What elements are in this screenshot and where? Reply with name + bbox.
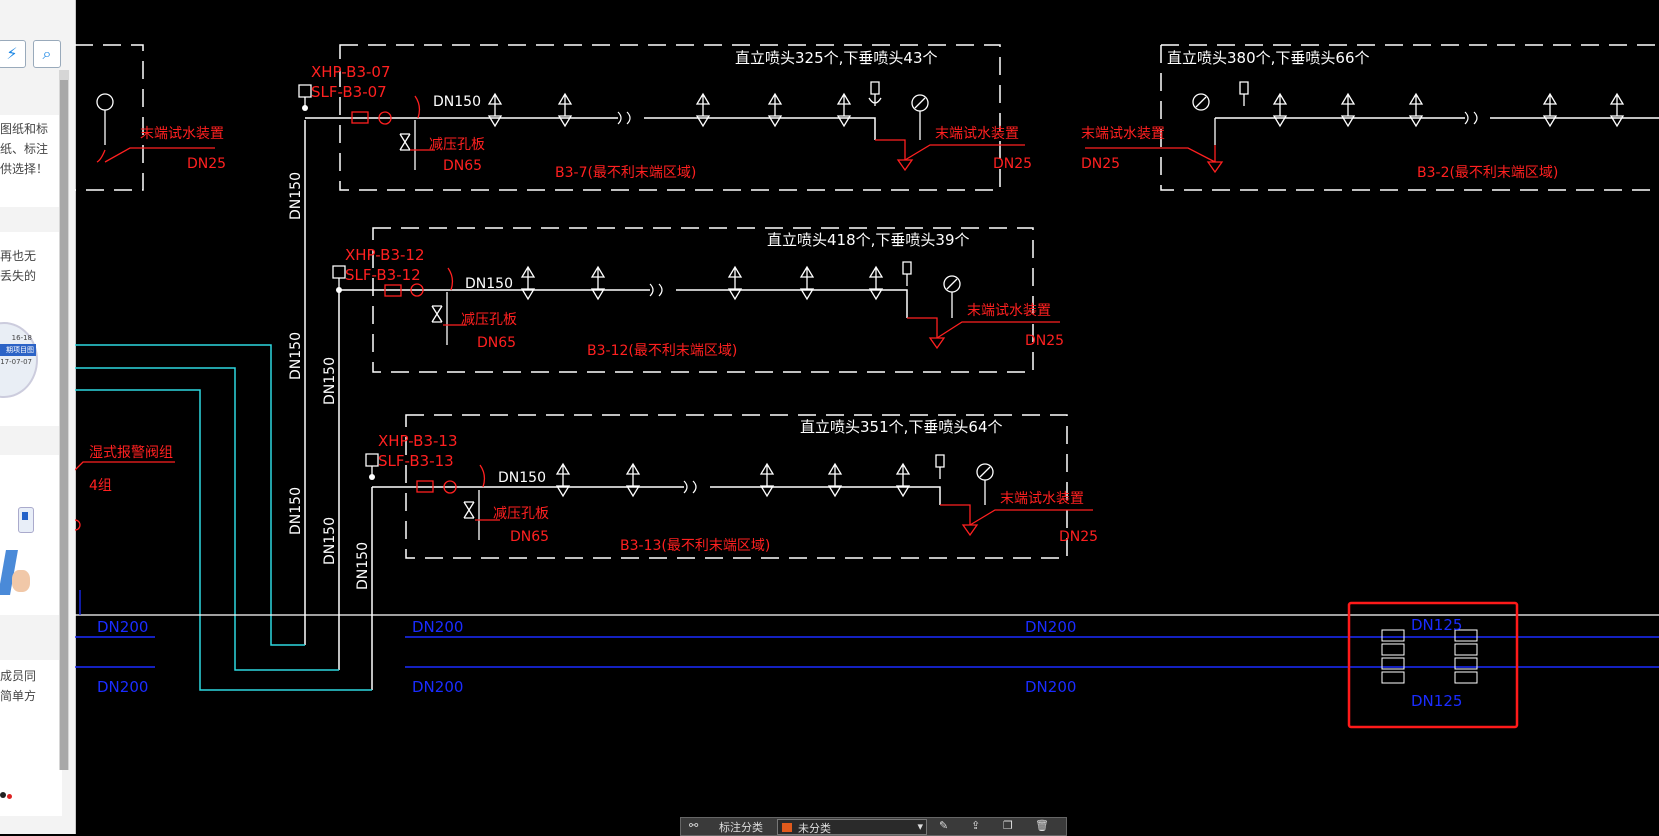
card-text: 纸、标注: [0, 142, 49, 156]
badge-bot: 17-07-07: [0, 358, 32, 366]
main-pipe-label: DN200: [1025, 618, 1076, 636]
end-device-label: 末端试水装置: [935, 126, 1019, 142]
area-label: B3-2(最不利末端区域): [1417, 165, 1558, 181]
search-icon: ⌕: [42, 44, 52, 63]
area-label: B3-12(最不利末端区域): [587, 343, 737, 359]
card-illustration[interactable]: [0, 455, 62, 615]
badge-top: 16-18: [11, 334, 32, 342]
highlight-pipe-label: DN125: [1411, 616, 1462, 634]
riser-tag: XHP-B3-13: [378, 432, 457, 450]
illustration-image: [0, 475, 40, 595]
card-drawings[interactable]: 图纸和标 纸、标注 供选择！: [0, 115, 62, 207]
search-button[interactable]: ⌕: [33, 40, 61, 68]
zone-heads-count: 直立喷头325个,下垂喷头43个: [735, 49, 938, 67]
pipe-label: DN150: [465, 276, 513, 292]
badge-mid: 期项目图: [0, 344, 36, 356]
category-select[interactable]: 未分类 ▾: [777, 819, 927, 835]
card-history[interactable]: 再也无 丢失的 16-18 期项目图 17-07-07: [0, 232, 62, 426]
left-panel: ⚡ ⌕ 图纸和标 纸、标注 供选择！ 再也无 丢失的 16-18 期项目图 17…: [0, 0, 76, 834]
zone-left-partial[interactable]: 末端试水装置 DN25: [75, 44, 226, 191]
pipe-label: DN150: [498, 470, 546, 486]
card-team[interactable]: 成员同 简单方: [0, 660, 62, 816]
alarm-valve-group[interactable]: 湿式报警阀组 4组: [75, 445, 175, 531]
riser-label: DN150: [288, 172, 304, 220]
card-text: 图纸和标: [0, 122, 49, 136]
riser-pipes[interactable]: DN150 DN150 DN150 DN150 DN150 DN150: [288, 120, 373, 690]
end-pipe-label: DN25: [1025, 333, 1064, 349]
area-label: B3-7(最不利末端区域): [555, 165, 696, 181]
branch-pipe-label: DN65: [443, 158, 482, 174]
sync-icon: ⚡: [6, 44, 18, 63]
mascot-icon: [0, 790, 14, 800]
alarm-valve-count: 4组: [89, 478, 112, 494]
end-device-label: 末端试水装置: [1000, 491, 1084, 507]
branch-pipe-label: DN65: [477, 335, 516, 351]
orifice-label: 减压孔板: [429, 137, 485, 153]
card-text: 再也无: [0, 249, 37, 263]
valve-tag: SLF-B3-12: [345, 266, 421, 284]
zone-b3-12[interactable]: 直立喷头418个,下垂喷头39个 XHP-B3-12 SLF-B3-12 DN1…: [332, 227, 1064, 373]
sync-button[interactable]: ⚡: [0, 40, 26, 68]
export-icon[interactable]: ⇪: [971, 819, 981, 832]
edit-icon[interactable]: ✎: [939, 819, 949, 832]
end-pipe-label: DN25: [1059, 529, 1098, 545]
riser-label: DN150: [288, 332, 304, 380]
category-color-swatch: [782, 823, 792, 832]
zone-heads-count: 直立喷头351个,下垂喷头64个: [800, 418, 1003, 436]
valve-tag: SLF-B3-13: [378, 452, 454, 470]
end-pipe-label: DN25: [993, 156, 1032, 172]
card-text: 简单方: [0, 689, 37, 703]
end-pipe-label: DN25: [187, 156, 226, 172]
orifice-label: 减压孔板: [493, 506, 549, 522]
pipe-label: DN150: [433, 94, 481, 110]
end-device-label: 末端试水装置: [140, 126, 224, 142]
riser-label: DN150: [322, 357, 338, 405]
branch-pipe-label: DN65: [510, 529, 549, 545]
valve-tag: SLF-B3-07: [311, 83, 387, 101]
chevron-down-icon: ▾: [917, 820, 923, 833]
main-pipe-label: DN200: [97, 678, 148, 696]
card-text: 成员同: [0, 669, 37, 683]
main-pipes[interactable]: DN200 DN200 DN200 DN200 DN200 DN200: [75, 590, 1659, 696]
copy-icon[interactable]: ❐: [1003, 819, 1013, 832]
main-pipe-label: DN200: [97, 618, 148, 636]
highlight-box[interactable]: DN125 DN125: [1347, 601, 1519, 729]
area-label: B3-13(最不利末端区域): [620, 538, 770, 554]
zone-heads-count: 直立喷头418个,下垂喷头39个: [767, 231, 970, 249]
card-text: 丢失的: [0, 269, 37, 283]
zone-b3-2[interactable]: 直立喷头380个,下垂喷头66个 B3-2(最不利末端区域) 末端试水装置 DN…: [1081, 44, 1659, 191]
toolbar-label: 标注分类: [719, 821, 763, 834]
zone-b3-07[interactable]: 直立喷头325个,下垂喷头43个 XHP-B3-07 SLF-B3-07 DN1…: [298, 44, 1032, 191]
riser-label: DN150: [355, 542, 371, 590]
zone-heads-count: 直立喷头380个,下垂喷头66个: [1167, 49, 1370, 67]
highlight-pipe-label: DN125: [1411, 692, 1462, 710]
end-device-label: 末端试水装置: [1081, 126, 1165, 142]
zone-b3-13[interactable]: 直立喷头351个,下垂喷头64个 XHP-B3-13 SLF-B3-13 DN1…: [365, 414, 1098, 559]
main-pipe-label: DN200: [412, 678, 463, 696]
main-pipe-label: DN200: [1025, 678, 1076, 696]
annotation-toolbar: ⚯ 标注分类 未分类 ▾ ✎ ⇪ ❐ 🗑: [680, 817, 1067, 836]
panel-scrollbar[interactable]: [59, 70, 69, 770]
riser-tag: XHP-B3-12: [345, 246, 424, 264]
end-device-label: 末端试水装置: [967, 303, 1051, 319]
scrollbar-thumb[interactable]: [60, 80, 68, 770]
delete-icon[interactable]: 🗑: [1035, 819, 1049, 832]
riser-label: DN150: [322, 517, 338, 565]
alarm-valve-feeds[interactable]: [75, 344, 372, 691]
orifice-label: 减压孔板: [461, 312, 517, 328]
card-text: 供选择！: [0, 162, 49, 176]
category-selected: 未分类: [798, 822, 831, 835]
main-pipe-label: DN200: [412, 618, 463, 636]
alarm-valve-label: 湿式报警阀组: [89, 445, 173, 461]
end-pipe-label: DN25: [1081, 156, 1120, 172]
riser-tag: XHP-B3-07: [311, 63, 390, 81]
riser-label: DN150: [288, 487, 304, 535]
cad-drawing-canvas[interactable]: 直立喷头325个,下垂喷头43个 XHP-B3-07 SLF-B3-07 DN1…: [75, 0, 1659, 834]
project-badge: 16-18 期项目图 17-07-07: [0, 322, 38, 398]
binoculars-icon[interactable]: ⚯: [689, 819, 699, 832]
